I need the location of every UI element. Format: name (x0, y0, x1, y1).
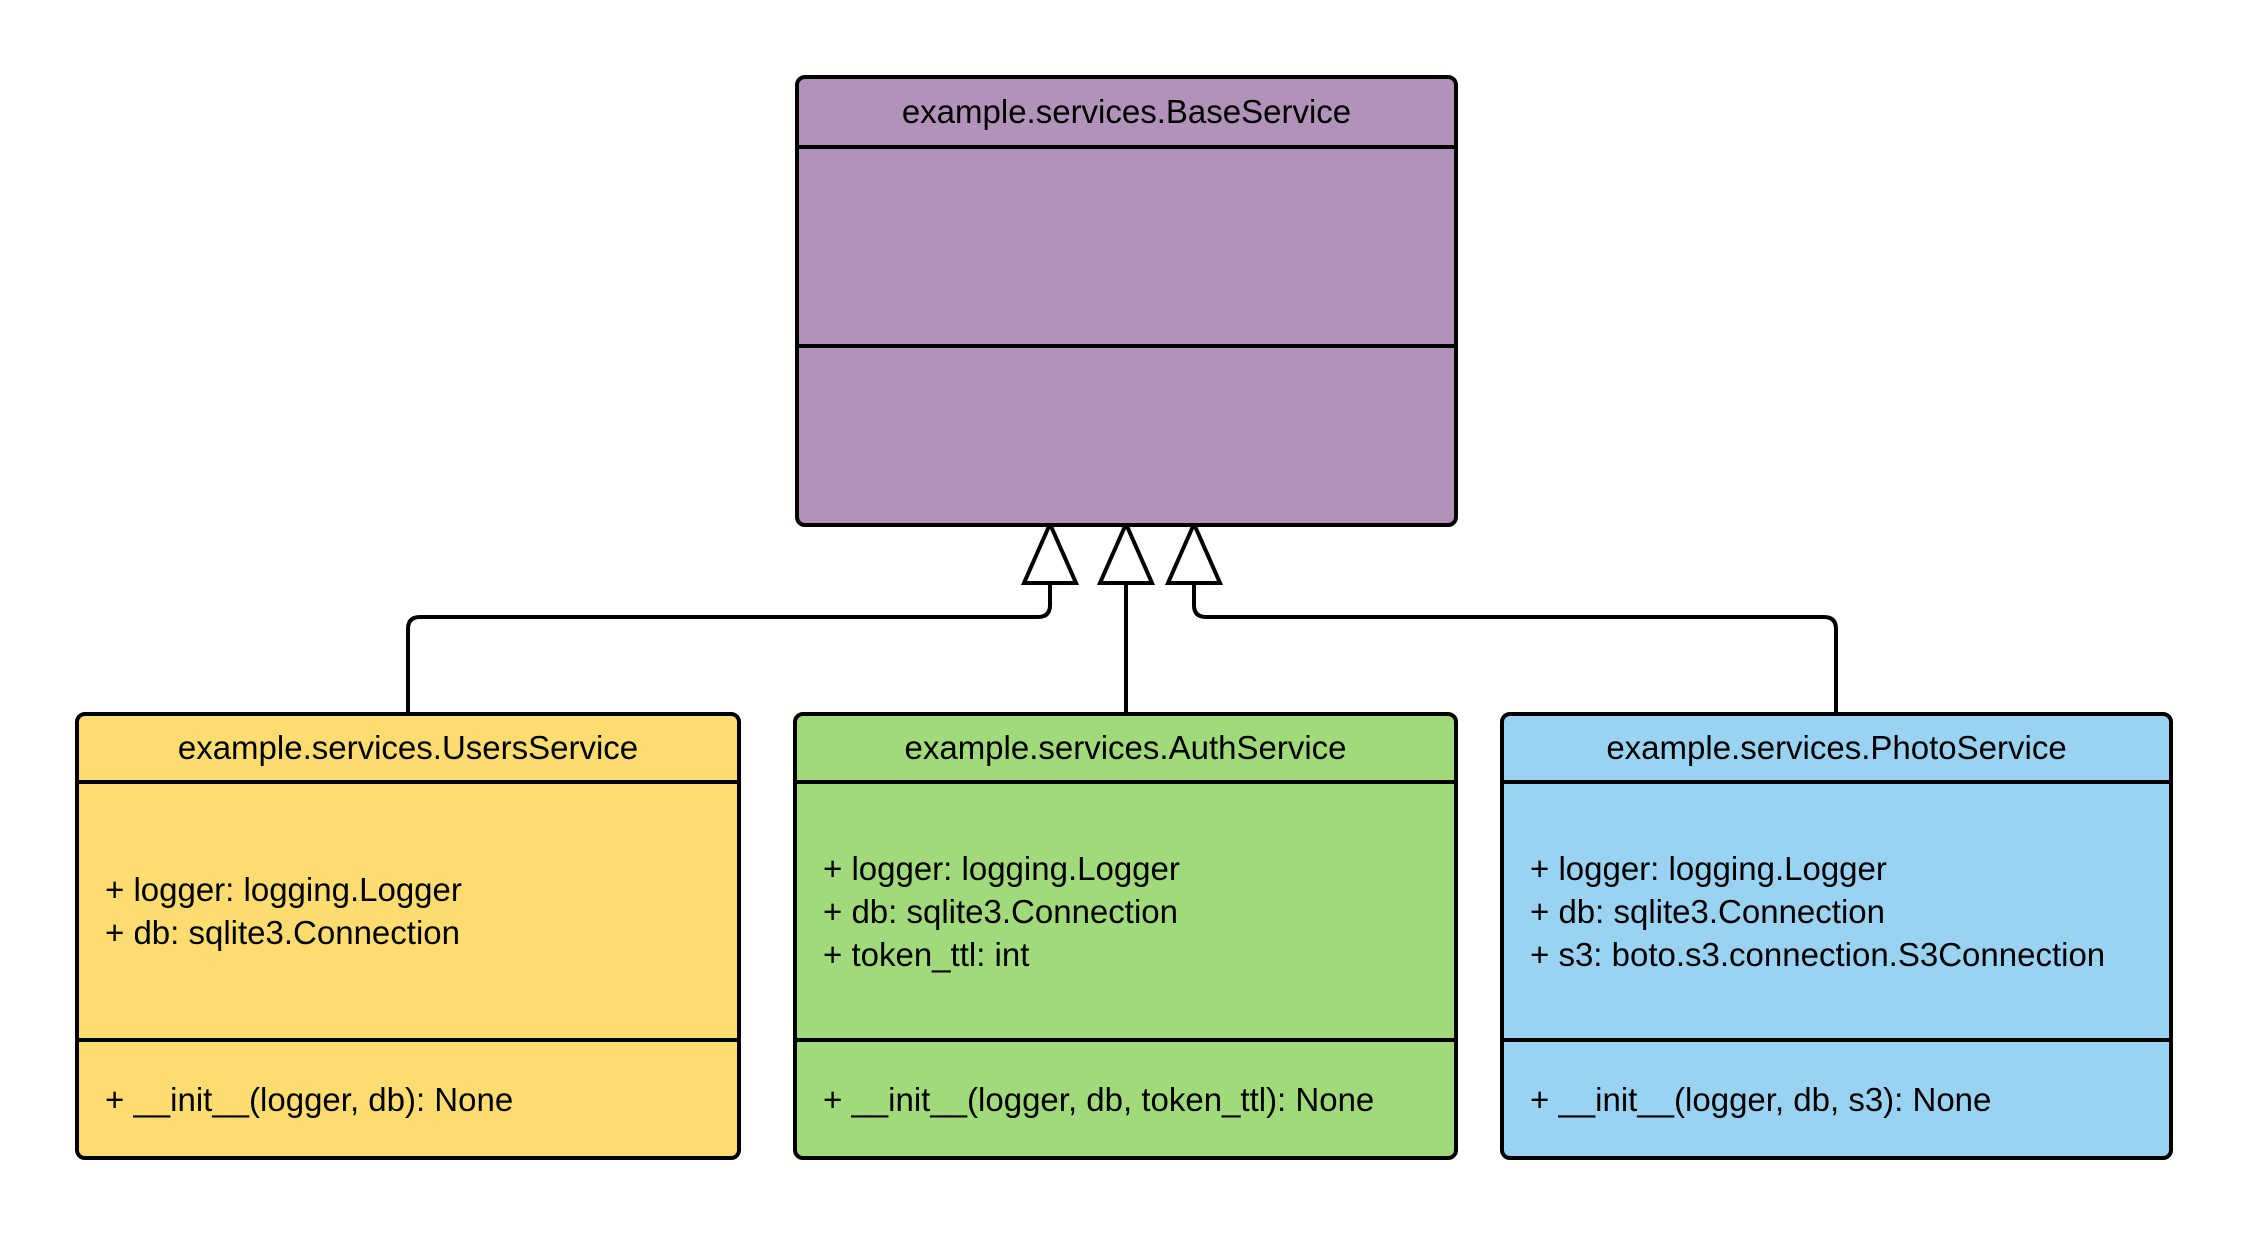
class-method: + __init__(logger, db, s3): None (1530, 1080, 1992, 1118)
class-box-usersservice: example.services.UsersService + logger: … (75, 712, 741, 1160)
class-method: + __init__(logger, db, token_ttl): None (823, 1080, 1375, 1118)
class-methods-section: + __init__(logger, db, token_ttl): None (797, 1042, 1454, 1156)
class-box-authservice: example.services.AuthService + logger: l… (793, 712, 1458, 1160)
inheritance-arrowhead-middle-icon (1096, 519, 1156, 585)
class-attribute: + db: sqlite3.Connection (823, 892, 1178, 930)
class-attributes-section: + logger: logging.Logger + db: sqlite3.C… (797, 784, 1454, 1042)
class-box-baseservice: example.services.BaseService (795, 75, 1458, 527)
class-attribute: + db: sqlite3.Connection (105, 914, 460, 951)
class-attribute: + token_ttl: int (823, 935, 1030, 973)
class-attributes-section (799, 149, 1454, 348)
class-attribute: + db: sqlite3.Connection (1530, 892, 1885, 930)
class-attributes-section: + logger: logging.Logger + db: sqlite3.C… (1504, 784, 2169, 1042)
class-attribute: + logger: logging.Logger (1530, 849, 1887, 887)
class-attribute: + logger: logging.Logger (105, 871, 462, 908)
class-title: example.services.AuthService (797, 716, 1454, 784)
class-attributes-section: + logger: logging.Logger + db: sqlite3.C… (79, 784, 737, 1042)
inheritance-arrowhead-left-icon (1020, 519, 1080, 585)
class-methods-section: + __init__(logger, db): None (79, 1042, 737, 1156)
inheritance-edge-usersservice (406, 583, 1052, 712)
class-methods-section: + __init__(logger, db, s3): None (1504, 1042, 2169, 1156)
class-attribute: + s3: boto.s3.connection.S3Connection (1530, 935, 2106, 973)
class-title: example.services.BaseService (799, 79, 1454, 149)
inheritance-arrowhead-right-icon (1164, 519, 1224, 585)
class-title: example.services.UsersService (79, 716, 737, 784)
class-method: + __init__(logger, db): None (105, 1080, 514, 1118)
class-attribute: + logger: logging.Logger (823, 849, 1180, 887)
class-methods-section (799, 348, 1454, 523)
class-title: example.services.PhotoService (1504, 716, 2169, 784)
class-box-photoservice: example.services.PhotoService + logger: … (1500, 712, 2173, 1160)
inheritance-edge-photoservice (1192, 583, 1838, 712)
